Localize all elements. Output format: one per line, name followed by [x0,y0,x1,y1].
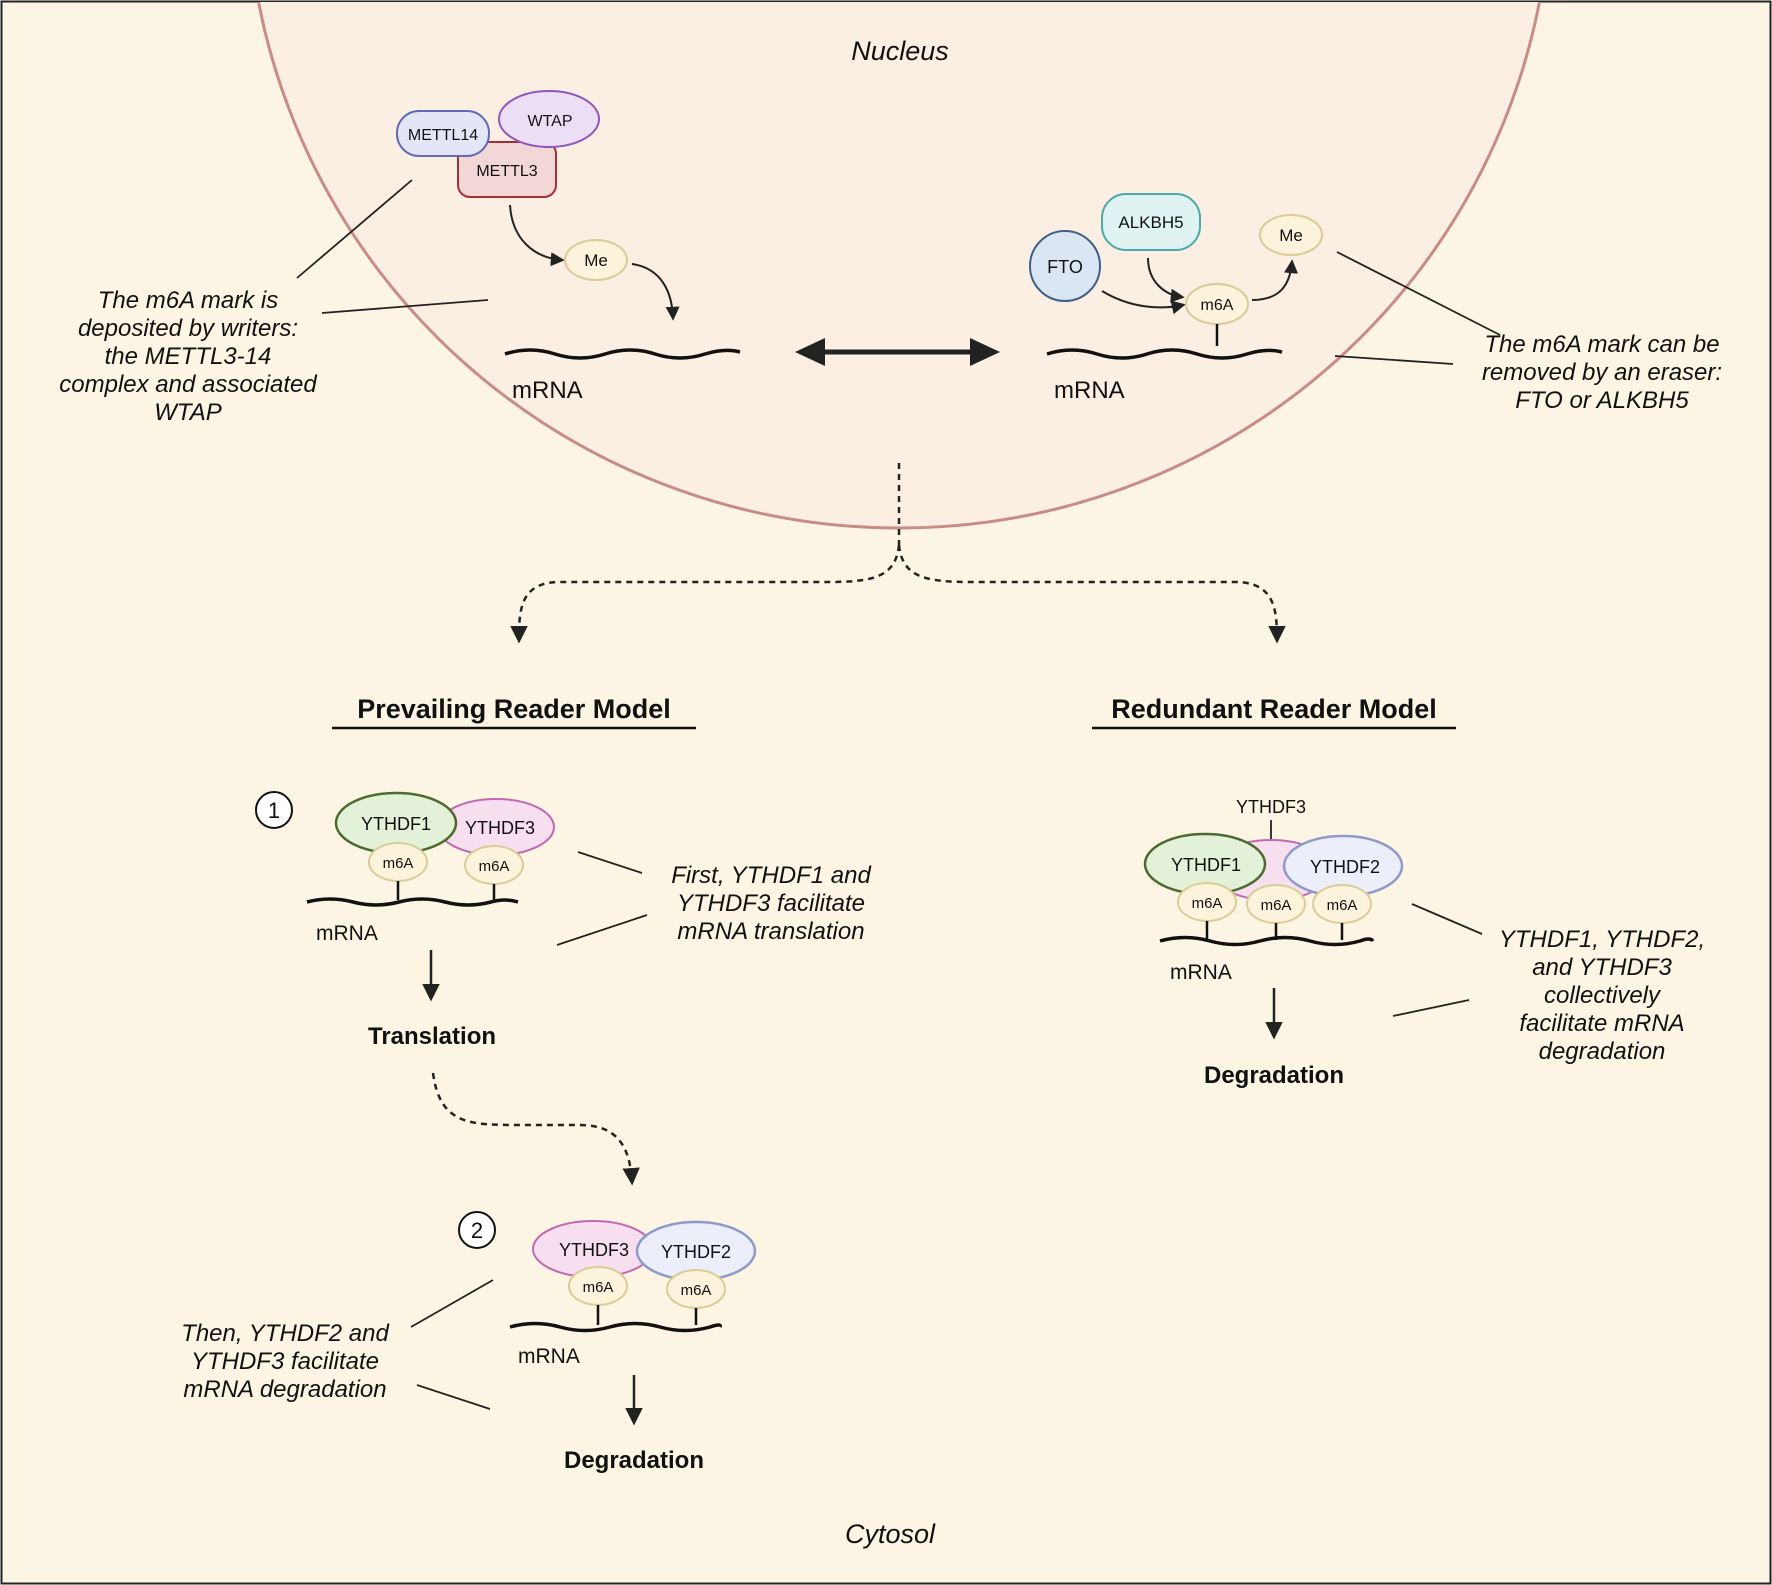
step2-note-leader-bottom [416,1384,491,1410]
writer-note: The m6A mark is deposited by writers: th… [59,287,317,426]
step1-note-line-2: YTHDF3 facilitate [677,890,865,917]
step1-note-leader-bottom [556,914,648,946]
redundant-ythdf1-label: YTHDF1 [1171,855,1241,875]
m6a-arrow-to-me [1251,259,1298,301]
fto-arrow-to-m6a [1101,290,1186,315]
redundant-note: YTHDF1, YTHDF2, and YTHDF3 collectively … [1499,926,1705,1065]
translation-to-degradation-dotted-arrow [431,1072,640,1186]
eraser-note-line-3: FTO or ALKBH5 [1515,387,1689,414]
writer-note-line-5: WTAP [154,399,222,426]
alkbh5-label: ALKBH5 [1118,213,1183,232]
cytosol-label: Cytosol [845,1519,936,1549]
step1-mrna-strand [306,897,519,907]
right-mrna-strand [1046,348,1283,360]
fto-label: FTO [1047,257,1083,277]
step1-note: First, YTHDF1 and YTHDF3 facilitate mRNA… [671,862,871,945]
redundant-mrna-strand [1159,935,1375,947]
prevailing-degradation-label: Degradation [564,1447,704,1474]
step2-ythdf2-label: YTHDF2 [661,1242,731,1262]
step2-m6a-label-2: m6A [681,1282,712,1299]
alkbh5-arrow-to-m6a [1147,257,1185,303]
writer-note-line-4: complex and associated [59,371,317,398]
mettl3-label: METTL3 [476,163,537,180]
writer-me-badge [564,239,628,281]
wtap-label: WTAP [527,113,572,130]
redundant-note-line-1: YTHDF1, YTHDF2, [1499,926,1705,953]
fto-protein [1029,230,1101,302]
step2-note-line-3: mRNA degradation [183,1376,386,1403]
mettl3-protein [457,141,557,198]
translation-label: Translation [368,1023,496,1050]
step2-note-line-1: Then, YTHDF2 and [181,1320,389,1347]
step2-ythdf3-label: YTHDF3 [559,1240,629,1260]
writer-note-line-2: deposited by writers: [78,315,298,342]
eraser-note-line-2: removed by an eraser: [1482,359,1722,386]
redundant-m6a-label-2: m6A [1261,897,1292,914]
step1-note-leader-top [577,851,643,874]
step1-m6a-label-2: m6A [479,858,510,875]
redundant-ythdf2-label: YTHDF2 [1310,857,1380,877]
mettl14-label: METTL14 [408,127,478,144]
redundant-model-title: Redundant Reader Model [1111,694,1437,724]
split-dotted-arrow-right [897,544,1286,644]
redundant-note-line-4: facilitate mRNA [1519,1010,1684,1037]
writer-note-line-3: the METTL3-14 [105,343,272,370]
redundant-m6a-label-1: m6A [1192,895,1223,912]
redundant-note-line-3: collectively [1544,982,1662,1009]
writer-arrow-to-me [509,204,565,267]
step1-m6a-label-1: m6A [383,855,414,872]
step2-mrna-strand [509,1321,722,1333]
step2-note-leader-top [410,1279,494,1328]
left-mrna-strand [504,348,741,360]
eraser-note-line-1: The m6A mark can be [1484,331,1719,358]
wtap-protein [498,90,600,148]
step-1-number: 1 [268,798,280,823]
double-arrow-right-head [970,338,1000,366]
split-dotted-arrow-left [510,544,901,644]
step-2-badge [458,1211,496,1249]
eraser-m6a-label: m6A [1201,297,1234,314]
step2-m6a-label-1: m6A [583,1279,614,1296]
left-mrna-label: mRNA [512,377,583,404]
writer-note-leader-top [296,179,413,279]
eraser-note-leader-bottom [1334,355,1454,365]
right-mrna-label: mRNA [1054,377,1125,404]
step-2-number: 2 [471,1218,483,1243]
redundant-ythdf3-top-label: YTHDF3 [1236,797,1306,817]
writer-arrow-to-mrna [631,263,680,321]
mettl14-protein [396,110,490,157]
redundant-degradation-label: Degradation [1204,1062,1344,1089]
step-1-badge [255,791,293,829]
double-arrow-left-head [795,338,825,366]
redundant-note-line-2: and YTHDF3 [1532,954,1672,981]
writer-note-leader-bottom [321,299,489,314]
writer-me-label: Me [584,251,608,270]
step1-note-line-3: mRNA translation [677,918,864,945]
step2-note: Then, YTHDF2 and YTHDF3 facilitate mRNA … [181,1320,389,1403]
step1-mrna-label: mRNA [316,922,378,945]
eraser-note-leader-top [1336,251,1501,336]
step1-ythdf3-label: YTHDF3 [465,818,535,838]
step1-ythdf1-label: YTHDF1 [361,814,431,834]
eraser-me-badge [1259,214,1323,256]
redundant-note-leader-bottom [1392,999,1470,1017]
redundant-mrna-label: mRNA [1170,961,1232,984]
nucleus-label: Nucleus [851,36,949,66]
writer-note-line-1: The m6A mark is [98,287,278,314]
prevailing-model-title: Prevailing Reader Model [357,694,671,724]
step2-mrna-label: mRNA [518,1345,580,1368]
redundant-m6a-label-3: m6A [1327,897,1358,914]
eraser-note: The m6A mark can be removed by an eraser… [1482,331,1722,414]
redundant-note-line-5: degradation [1539,1038,1666,1065]
step1-note-line-1: First, YTHDF1 and [671,862,871,889]
alkbh5-protein [1101,193,1201,251]
redundant-note-leader-top [1411,903,1483,935]
eraser-me-label: Me [1279,226,1303,245]
step2-note-line-2: YTHDF3 facilitate [191,1348,379,1375]
